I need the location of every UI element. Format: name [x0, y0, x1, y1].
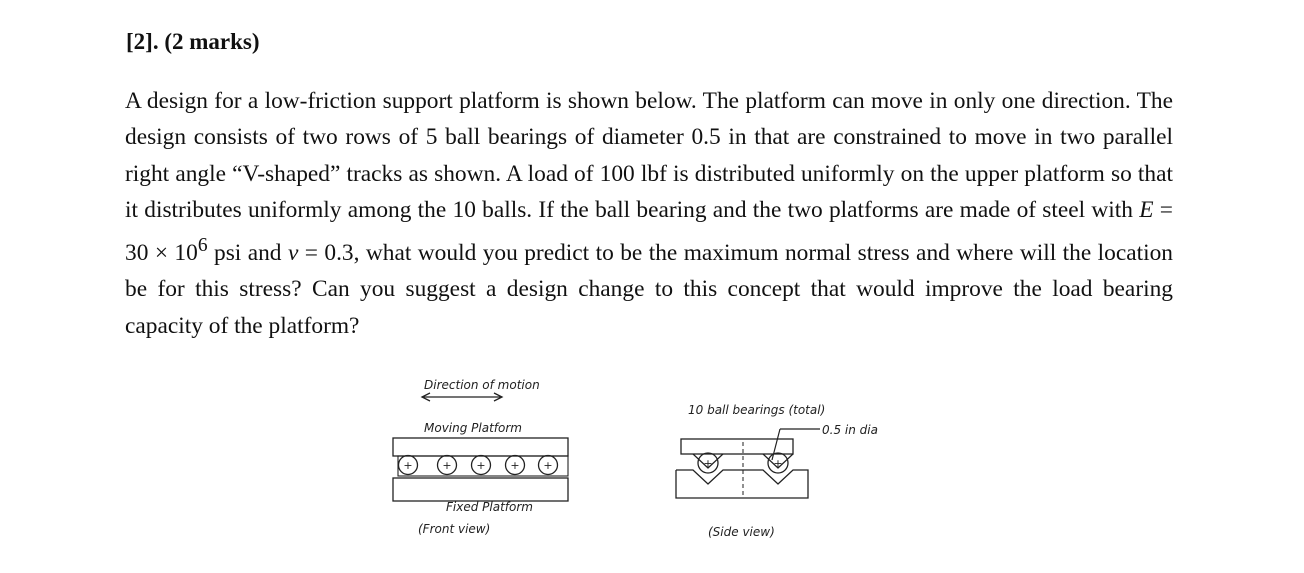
- question-text-part-1: A design for a low-friction support plat…: [125, 88, 1173, 223]
- diameter-label: 0.5 in dia: [822, 423, 878, 437]
- moving-platform: [392, 437, 569, 457]
- youngs-modulus-value: = 30 × 10: [125, 196, 1173, 266]
- direction-arrow-right-head: [493, 392, 504, 402]
- direction-arrow-left-head: [420, 392, 431, 402]
- ball-center-mark: +: [703, 457, 712, 470]
- front-view: Direction of motion Moving Platform + + …: [392, 378, 569, 536]
- side-fixed-platform: [675, 469, 809, 499]
- front-view-caption: (Front view): [418, 522, 490, 536]
- ball-center-mark: +: [543, 459, 552, 472]
- front-ball-row: + + + + +: [397, 454, 559, 476]
- side-moving-platform: [680, 438, 794, 455]
- leader-line-diagonal: [771, 428, 781, 461]
- ball-bearing: [436, 454, 458, 476]
- question-text-part-2: , what would you predict to be the maxim…: [125, 239, 1173, 339]
- youngs-modulus-symbol: E: [1139, 196, 1154, 223]
- ball-bearing: [504, 454, 526, 476]
- moving-platform-label: Moving Platform: [424, 421, 522, 435]
- ball-center-mark: +: [442, 459, 451, 472]
- ball-center-mark: +: [403, 459, 412, 472]
- poisson-ratio-symbol: ν: [287, 239, 299, 266]
- fixed-platform: [392, 477, 569, 502]
- upper-v-groove: [762, 453, 794, 469]
- poisson-ratio-value: = 0.3: [298, 239, 354, 266]
- ball-bearing: [537, 454, 559, 476]
- ball-center-mark: +: [773, 457, 782, 470]
- fixed-platform-label: Fixed Platform: [446, 500, 533, 514]
- side-ball-bearing: [697, 452, 719, 474]
- side-view: 10 ball bearings (total) 0.5 in dia + + …: [675, 403, 878, 539]
- direction-of-motion-label: Direction of motion: [424, 378, 540, 392]
- ball-center-mark: +: [476, 459, 485, 472]
- question-text: A design for a low-friction support plat…: [125, 83, 1173, 344]
- bearings-count-label: 10 ball bearings (total): [688, 403, 825, 417]
- side-ball-bearing: [767, 452, 789, 474]
- ball-bearing: [470, 454, 492, 476]
- ball-bearing: [397, 454, 419, 476]
- platform-sketch: Direction of motion Moving Platform + + …: [392, 378, 878, 539]
- ball-center-mark: +: [510, 459, 519, 472]
- question-heading: [2]. (2 marks): [126, 29, 260, 54]
- side-view-caption: (Side view): [708, 525, 775, 539]
- youngs-modulus-exponent: 6: [197, 235, 208, 257]
- youngs-modulus-unit: psi and: [207, 239, 288, 266]
- upper-v-groove: [692, 453, 724, 469]
